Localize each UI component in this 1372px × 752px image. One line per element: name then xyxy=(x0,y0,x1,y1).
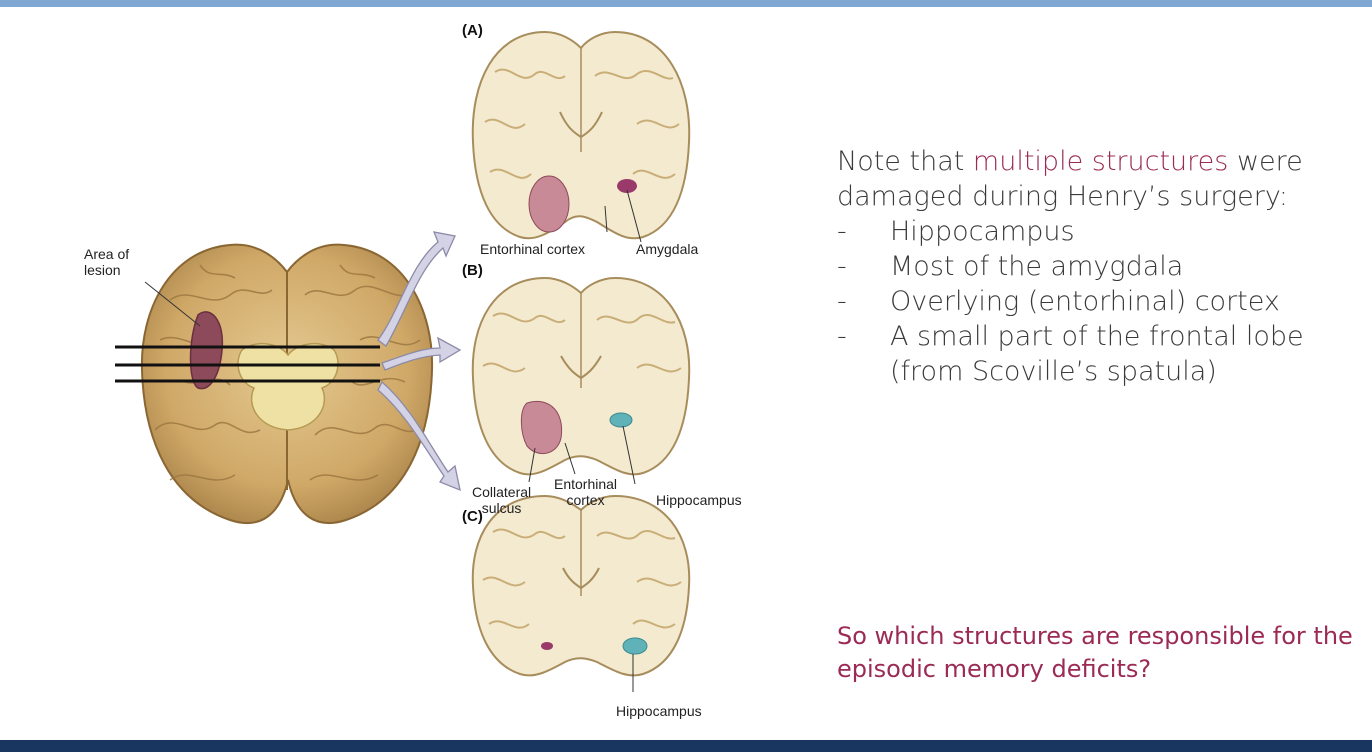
panel-c-letter: (C) xyxy=(462,508,483,525)
notes-panel: Note that multiple structures were damag… xyxy=(837,144,1337,389)
discussion-question: So which structures are responsible for … xyxy=(837,622,1353,683)
damaged-structures-list: - Hippocampus - Most of the amygdala - Over… xyxy=(837,214,1337,389)
list-item-text: Overlying (entorhinal) cortex xyxy=(890,286,1280,317)
list-item: - Most of the amygdala xyxy=(837,249,1337,284)
bottom-footer-bar xyxy=(0,740,1372,752)
panel-b-hippocampus-label: Hippocampus xyxy=(656,492,742,508)
list-dash: - xyxy=(837,216,847,247)
panel-b-entorhinal-label: Entorhinal cortex xyxy=(554,476,618,508)
panel-c-hippocampus-label: Hippocampus xyxy=(616,703,702,719)
section-arrows xyxy=(377,231,462,492)
top-accent-bar xyxy=(0,0,1372,7)
panel-a-entorhinal-label: Entorhinal cortex xyxy=(480,241,586,257)
list-item: - A small part of the frontal lobe (from … xyxy=(837,319,1337,389)
ventral-brain-view xyxy=(115,243,434,525)
coronal-section-b xyxy=(471,276,691,485)
list-item: - Overlying (entorhinal) cortex xyxy=(837,284,1337,319)
intro-prefix: Note that xyxy=(837,146,973,177)
figure-graphics xyxy=(115,30,691,692)
hm-lesion-figure: Area of lesion (A) Entorhinal cortex Amy… xyxy=(60,10,780,730)
hippocampus-marker-b xyxy=(609,412,633,428)
intro-highlight: multiple structures xyxy=(972,146,1229,177)
intro-suffix: were damaged during Henry’s surgery: xyxy=(837,146,1303,212)
notes-intro: Note that multiple structures were damag… xyxy=(837,144,1337,214)
panel-b-letter: (B) xyxy=(462,262,483,279)
list-dash: - xyxy=(837,251,847,282)
arrow-to-panel-c xyxy=(377,380,461,492)
hippocampus-marker-c xyxy=(622,637,648,655)
list-item-text: Most of the amygdala xyxy=(890,251,1184,282)
coronal-section-a xyxy=(471,30,691,243)
list-item-text: A small part of the frontal lobe (from S… xyxy=(890,321,1304,387)
panel-a-amygdala-label: Amygdala xyxy=(636,241,699,257)
entorhinal-damage-b xyxy=(520,401,563,454)
list-item-text: Hippocampus xyxy=(890,216,1075,247)
coronal-section-c xyxy=(471,494,691,692)
lesion-label: Area of lesion xyxy=(84,246,130,278)
panel-b-collateral-label: Collateral sulcus xyxy=(472,484,532,516)
list-dash: - xyxy=(837,321,847,352)
entorhinal-damage-a xyxy=(528,175,570,233)
amygdala-marker xyxy=(617,179,637,193)
arrow-to-panel-b xyxy=(381,336,462,371)
list-dash: - xyxy=(837,286,847,317)
list-item: - Hippocampus xyxy=(837,214,1337,249)
panel-a-letter: (A) xyxy=(462,22,483,39)
arrow-to-panel-a xyxy=(377,231,456,347)
